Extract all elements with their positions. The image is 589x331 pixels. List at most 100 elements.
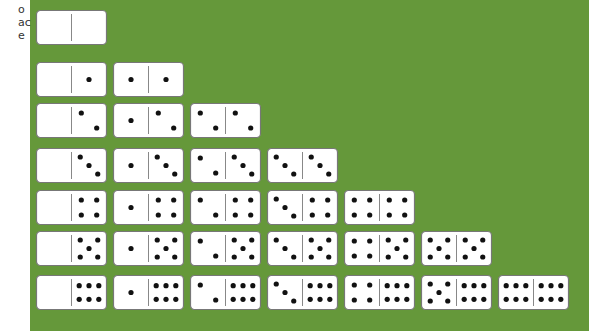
domino-pip: [394, 297, 399, 302]
domino-pip: [471, 297, 476, 302]
domino-divider: [225, 235, 226, 262]
domino-pip: [163, 163, 168, 168]
domino: [37, 232, 107, 266]
domino-pip: [213, 125, 218, 130]
domino-pip: [86, 283, 91, 288]
domino-face: [345, 276, 415, 310]
domino-pip: [86, 297, 91, 302]
domino-pip: [463, 237, 468, 242]
domino-pip: [232, 154, 237, 159]
domino-pip: [558, 297, 563, 302]
domino-divider: [225, 279, 226, 306]
domino-pip: [156, 110, 161, 115]
domino-face: [191, 276, 261, 310]
domino-face: [37, 232, 107, 266]
domino-pip: [445, 254, 450, 259]
domino-pip: [325, 197, 330, 202]
domino: [114, 149, 184, 183]
domino-pip: [240, 283, 245, 288]
domino-face: [191, 149, 261, 183]
domino-pip: [79, 212, 84, 217]
domino-pip: [79, 197, 84, 202]
domino: [345, 276, 415, 310]
domino-pip: [95, 171, 100, 176]
domino-divider: [148, 194, 149, 221]
domino-pip: [480, 254, 485, 259]
domino-pip: [233, 110, 238, 115]
domino-pip: [445, 281, 450, 286]
domino-pip: [291, 171, 296, 176]
domino-pip: [173, 283, 178, 288]
domino-pip: [352, 253, 357, 258]
domino-pip: [326, 171, 331, 176]
domino-pip: [128, 246, 133, 251]
domino-pip: [173, 297, 178, 302]
domino-pip: [163, 77, 168, 82]
domino-pip: [352, 297, 357, 302]
domino: [191, 104, 261, 138]
domino-pip: [402, 212, 407, 217]
domino-face: [268, 149, 338, 183]
domino-divider: [225, 152, 226, 179]
domino-pip: [155, 154, 160, 159]
domino: [345, 232, 415, 266]
domino-pip: [128, 290, 133, 295]
domino-face: [37, 63, 107, 97]
domino-face: [422, 276, 492, 310]
domino: [114, 276, 184, 310]
domino: [422, 232, 492, 266]
domino-divider: [71, 14, 72, 41]
domino-divider: [379, 279, 380, 306]
domino-pip: [233, 197, 238, 202]
domino-pip: [78, 154, 83, 159]
domino-pip: [394, 246, 399, 251]
cut-text-fragment: ac: [18, 17, 31, 29]
domino-pip: [403, 254, 408, 259]
domino-pip: [172, 237, 177, 242]
domino-pip: [231, 283, 236, 288]
domino-pip: [128, 163, 133, 168]
domino-pip: [387, 197, 392, 202]
domino-pip: [95, 254, 100, 259]
domino: [268, 232, 338, 266]
domino-pip: [309, 237, 314, 242]
domino-pip: [172, 254, 177, 259]
domino-pip: [232, 254, 237, 259]
domino-pip: [248, 125, 253, 130]
domino-pip: [558, 283, 563, 288]
domino-divider: [379, 194, 380, 221]
domino-pip: [481, 283, 486, 288]
domino-face: [345, 232, 415, 266]
domino-pip: [367, 197, 372, 202]
domino-pip: [213, 297, 218, 302]
domino-pip: [309, 254, 314, 259]
domino-pip: [310, 212, 315, 217]
domino-pip: [513, 283, 518, 288]
domino-pip: [250, 297, 255, 302]
domino-divider: [302, 152, 303, 179]
domino-face: [37, 276, 107, 310]
domino-divider: [379, 235, 380, 262]
domino-pip: [274, 281, 279, 286]
domino-divider: [71, 279, 72, 306]
domino-pip: [504, 297, 509, 302]
domino-pip: [96, 283, 101, 288]
domino-face: [37, 104, 107, 138]
domino-pip: [523, 297, 528, 302]
domino-pip: [327, 297, 332, 302]
domino-pip: [386, 237, 391, 242]
domino-pip: [128, 205, 133, 210]
domino-pip: [213, 253, 218, 258]
domino-pip: [480, 237, 485, 242]
domino-pip: [428, 237, 433, 242]
domino-divider: [71, 66, 72, 93]
domino-pip: [282, 290, 287, 295]
domino-face: [268, 232, 338, 266]
domino-pip: [539, 283, 544, 288]
domino-pip: [548, 297, 553, 302]
domino-pip: [291, 254, 296, 259]
domino-pip: [367, 297, 372, 302]
domino-pip: [274, 154, 279, 159]
domino-pip: [462, 283, 467, 288]
